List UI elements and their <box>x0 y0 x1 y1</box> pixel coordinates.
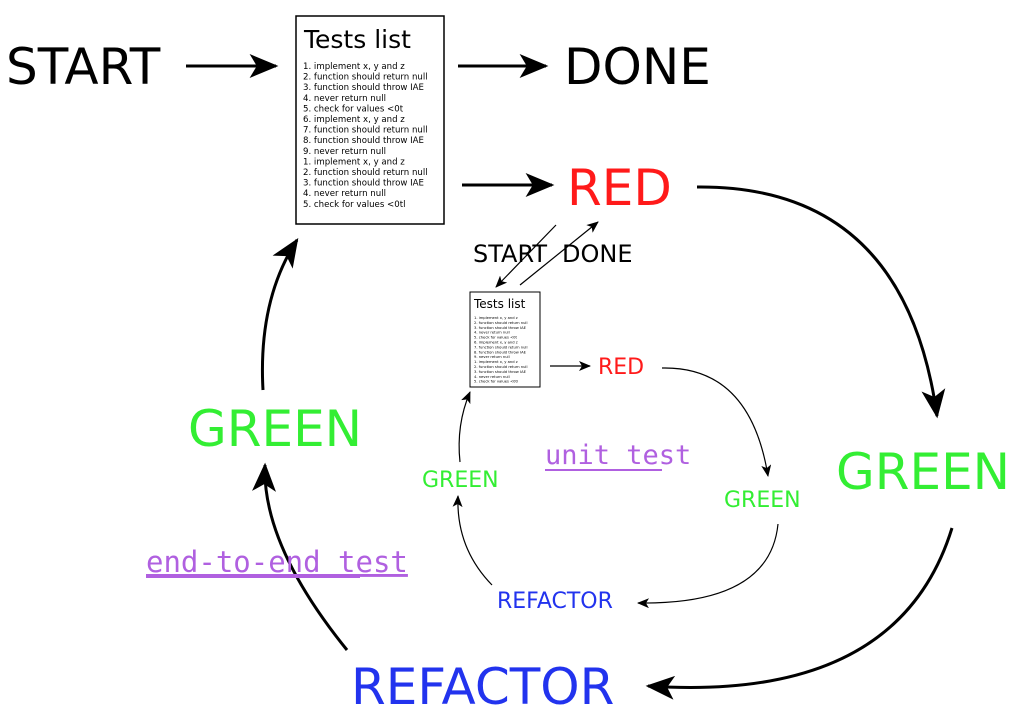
outer-tests-list-item: 5. check for values <0t <box>303 104 404 114</box>
arrow-red-to-green <box>696 185 946 419</box>
inner-tests-list-item: 8. function should throw IAE <box>474 350 527 354</box>
inner-arrow-red-to-green <box>661 367 772 477</box>
inner-tests-list-item: 2. function should return null <box>474 365 528 369</box>
outer-tests-list-item: 8. function should throw IAE <box>303 136 424 146</box>
inner-tests-list-item: 5. check for values <0tl <box>474 380 518 384</box>
inner-tests-list-items: 1. implement x, y and z2. function shoul… <box>474 316 528 384</box>
outer-tests-list-item: 4. never return null <box>303 189 386 199</box>
outer-tests-list: Tests list 1. implement x, y and z2. fun… <box>295 15 445 225</box>
outer-tests-list-item: 3. function should throw IAE <box>303 83 424 93</box>
end-to-end-test-label: end-to-end test <box>146 545 408 579</box>
outer-done-label: DONE <box>564 38 711 96</box>
inner-arrow-green-to-tests <box>458 391 471 463</box>
outer-tests-list-box <box>295 15 445 225</box>
inner-tests-list-item: 1. implement x, y and z <box>474 360 518 364</box>
unit-test-label: unit test <box>545 440 691 471</box>
inner-tests-list-item: 3. function should throw IAE <box>474 370 527 374</box>
inner-arrow-done-to-red <box>519 221 599 286</box>
inner-start-label: START <box>473 240 547 268</box>
inner-tests-list-item: 1. implement x, y and z <box>474 316 518 320</box>
inner-tests-list-item: 2. function should return null <box>474 321 528 325</box>
inner-arrow-green-to-refactor <box>637 523 779 609</box>
inner-tests-list: Tests list 1. implement x, y and z2. fun… <box>469 291 541 388</box>
outer-tests-list-item: 9. never return null <box>303 147 386 157</box>
inner-arrow-red-to-start <box>495 224 557 288</box>
outer-tests-list-item: 3. function should throw IAE <box>303 179 424 189</box>
outer-tests-list-item: 7. function should return null <box>303 126 428 136</box>
arrow-refactor-to-green <box>252 462 349 651</box>
inner-tests-list-item: 7. function should return null <box>474 345 528 349</box>
outer-tests-list-item: 2. function should return null <box>303 73 428 83</box>
inner-tests-list-box <box>469 291 541 388</box>
inner-tests-list-item: 4. never return null <box>474 331 510 335</box>
inner-green-right-label: GREEN <box>724 488 801 513</box>
inner-green-left-label: GREEN <box>422 468 499 493</box>
outer-tests-list-item: 1. implement x, y and z <box>303 157 405 167</box>
outer-red-label: RED <box>567 159 672 217</box>
arrow-green-to-tests <box>260 237 299 391</box>
outer-tests-list-item: 4. never return null <box>303 94 386 104</box>
outer-tests-list-items: 1. implement x, y and z2. function shoul… <box>303 62 428 210</box>
inner-tests-list-item: 3. function should throw IAE <box>474 326 527 330</box>
inner-refactor-label: REFACTOR <box>497 589 613 614</box>
inner-tests-list-item: 4. never return null <box>474 375 510 379</box>
outer-green-right-label: GREEN <box>836 443 1010 501</box>
inner-tests-list-title: Tests list <box>473 297 526 311</box>
outer-tests-list-title: Tests list <box>303 25 411 54</box>
arrow-green-to-refactor <box>645 527 954 700</box>
inner-arrow-refactor-to-green <box>452 495 493 586</box>
outer-tests-list-item: 1. implement x, y and z <box>303 62 405 72</box>
outer-refactor-label: REFACTOR <box>351 658 614 716</box>
inner-tests-list-item: 5. check for values <0t <box>474 336 518 340</box>
inner-tests-list-item: 9. never return null <box>474 355 510 359</box>
outer-start-label: START <box>6 38 161 96</box>
inner-red-label: RED <box>598 355 644 380</box>
outer-green-left-label: GREEN <box>188 400 362 458</box>
outer-tests-list-item: 2. function should return null <box>303 168 428 178</box>
outer-tests-list-item: 6. implement x, y and z <box>303 115 405 125</box>
inner-tests-list-item: 6. implement x, y and z <box>474 341 518 345</box>
inner-done-label: DONE <box>562 240 633 268</box>
outer-tests-list-item: 5. check for values <0tl <box>303 200 405 210</box>
